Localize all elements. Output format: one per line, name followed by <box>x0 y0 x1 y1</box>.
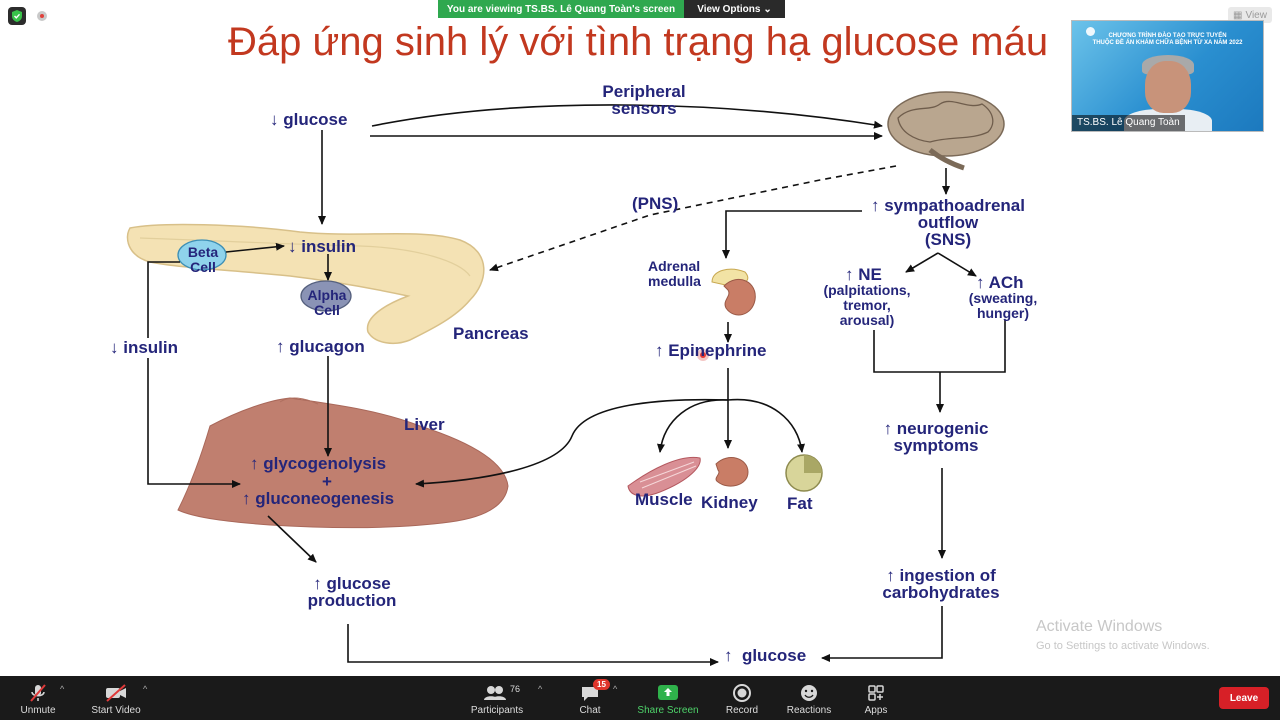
security-shield-icon[interactable] <box>8 7 26 25</box>
label-glucose-up: ↑ glucose <box>724 646 807 665</box>
participants-label: Participants <box>470 705 524 716</box>
record-button[interactable]: Record <box>718 676 766 720</box>
label-pns: (PNS) <box>632 194 679 213</box>
view-options-button[interactable]: View Options ⌄ <box>684 0 785 18</box>
leave-button[interactable]: Leave <box>1219 687 1269 709</box>
presenter-avatar <box>1145 61 1191 113</box>
brain-illustration <box>887 91 1005 171</box>
diagram-canvas <box>126 91 1006 666</box>
label-glucagon-up: ↑ glucagon <box>276 337 365 356</box>
chat-label: Chat <box>579 705 601 716</box>
kidney-illustration <box>715 457 749 487</box>
video-options-caret-icon[interactable]: ^ <box>143 684 148 694</box>
participants-count: 76 <box>510 684 521 694</box>
label-ne: ↑ NE <box>845 265 882 284</box>
muscle-illustration <box>627 456 701 497</box>
apps-label: Apps <box>864 705 888 716</box>
label-epinephrine: ↑ Epinephrine <box>655 341 767 360</box>
video-camera-off-icon <box>106 684 126 702</box>
diagram-arrows <box>147 104 1006 666</box>
laser-pointer-dot-icon <box>700 352 706 358</box>
label-peripheral-sensors: Peripheral sensors <box>602 82 686 118</box>
pancreas-illustration <box>126 223 485 345</box>
activate-windows-title: Activate Windows <box>1036 618 1163 635</box>
label-fat: Fat <box>787 494 813 513</box>
record-label: Record <box>725 705 759 716</box>
view-options-label: View Options <box>697 3 761 15</box>
unmute-button[interactable]: Unmute <box>10 676 66 720</box>
label-alpha-cell: Alpha Cell <box>307 287 347 318</box>
chat-unread-badge: 15 <box>593 679 610 690</box>
meeting-toolbar: Unmute ^ Start Video ^ 76 Participants ^… <box>0 676 1280 720</box>
label-ne-detail: (palpitations, tremor, arousal) <box>823 282 911 328</box>
view-button[interactable]: ▦ View <box>1228 7 1272 23</box>
slide-title: Đáp ứng sinh lý với tình trạng hạ glucos… <box>228 20 1049 64</box>
label-adrenal-medulla: Adrenal medulla <box>648 258 701 289</box>
reactions-label: Reactions <box>786 705 832 716</box>
presenter-video-tile[interactable]: CHƯƠNG TRÌNH ĐÀO TẠO TRỰC TUYẾN THUỘC ĐỀ… <box>1071 20 1264 132</box>
chat-options-caret-icon[interactable]: ^ <box>613 684 618 694</box>
participants-icon <box>484 686 506 700</box>
label-glucose-production: ↑ glucose production <box>307 574 397 610</box>
view-button-label: View <box>1245 9 1267 21</box>
label-ach: ↑ ACh <box>976 273 1024 292</box>
unmute-options-caret-icon[interactable]: ^ <box>60 684 65 694</box>
start-video-label: Start Video <box>91 705 141 716</box>
share-screen-button[interactable]: Share Screen <box>636 676 700 720</box>
presenter-name-label: TS.BS. Lê Quang Toàn <box>1072 115 1185 131</box>
chat-bubble-icon <box>582 687 598 701</box>
liver-illustration <box>177 397 509 529</box>
fat-illustration <box>785 454 823 492</box>
screen-share-banner: You are viewing TS.BS. Lê Quang Toàn's s… <box>438 0 684 18</box>
label-plus: + <box>322 472 332 491</box>
label-muscle: Muscle <box>635 490 693 509</box>
reactions-button[interactable]: Reactions <box>782 676 836 720</box>
label-ach-detail: (sweating, hunger) <box>968 290 1038 321</box>
record-icon <box>733 684 751 702</box>
label-insulin-down: ↓ insulin <box>110 338 178 357</box>
adrenal-kidney-illustration <box>711 268 756 316</box>
label-glycogenolysis: ↑ glycogenolysis <box>250 454 387 473</box>
label-liver: Liver <box>404 415 445 434</box>
chat-button[interactable]: Chat <box>570 676 610 720</box>
label-pancreas: Pancreas <box>453 324 529 343</box>
apps-icon <box>868 685 884 701</box>
reactions-smiley-icon <box>801 685 817 701</box>
recording-indicator-icon <box>37 11 47 21</box>
label-sympathoadrenal-outflow: ↑ sympathoadrenal outflow (SNS) <box>871 196 1025 249</box>
microphone-muted-icon <box>30 684 46 702</box>
label-insulin-down-pancreas: ↓ insulin <box>288 237 356 256</box>
label-gluconeogenesis: ↑ gluconeogenesis <box>242 489 395 508</box>
label-ingestion-carbohydrates: ↑ ingestion of carbohydrates <box>882 566 1000 602</box>
view-grid-icon: ▦ <box>1233 9 1243 21</box>
chevron-down-icon: ⌄ <box>763 3 772 15</box>
activate-windows-subtitle: Go to Settings to activate Windows. <box>1036 640 1210 652</box>
label-beta-cell: Beta Cell <box>187 244 219 275</box>
label-neurogenic-symptoms: ↑ neurogenic symptoms <box>883 419 989 455</box>
apps-button[interactable]: Apps <box>856 676 896 720</box>
share-screen-label: Share Screen <box>637 705 699 716</box>
share-screen-icon <box>658 685 678 700</box>
label-kidney: Kidney <box>701 493 758 512</box>
video-caption: CHƯƠNG TRÌNH ĐÀO TẠO TRỰC TUYẾN THUỘC ĐỀ… <box>1092 33 1243 46</box>
event-logo-icon <box>1086 27 1095 36</box>
start-video-button[interactable]: Start Video <box>84 676 148 720</box>
participants-button[interactable]: 76 Participants <box>468 676 526 720</box>
participants-options-caret-icon[interactable]: ^ <box>538 684 543 694</box>
unmute-label: Unmute <box>20 705 56 716</box>
label-glucose-down: ↓ glucose <box>270 110 348 129</box>
